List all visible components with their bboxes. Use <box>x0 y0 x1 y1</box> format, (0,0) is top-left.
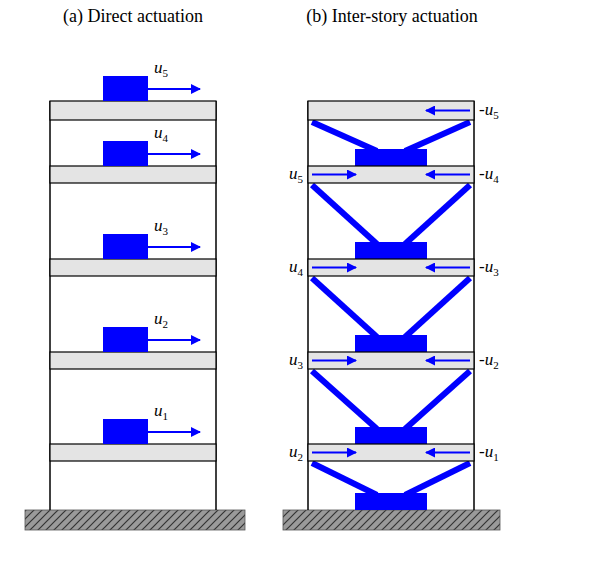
signal-label: u2 <box>289 443 303 463</box>
floor-slab <box>50 444 216 461</box>
signal-label: u2 <box>154 310 168 330</box>
signal-label: u5 <box>154 59 168 79</box>
ground-hatch <box>283 510 500 530</box>
force-arrow <box>312 267 356 269</box>
force-arrow <box>148 153 200 155</box>
actuator-mass <box>103 76 148 101</box>
actuator-mass <box>103 141 148 166</box>
brace <box>312 371 377 429</box>
brace <box>312 463 377 495</box>
force-arrow <box>426 174 470 176</box>
force-arrow <box>312 174 356 176</box>
ground-hatch <box>25 510 245 530</box>
force-arrow <box>148 339 200 341</box>
signal-label: -u1 <box>479 443 499 463</box>
brace <box>405 185 470 244</box>
force-arrow <box>312 452 356 454</box>
brace <box>312 278 377 337</box>
brace <box>405 278 470 337</box>
floor-slab <box>308 166 474 183</box>
signal-label: u4 <box>289 258 303 278</box>
brace <box>405 371 470 429</box>
force-arrow <box>148 246 200 248</box>
brace <box>312 122 377 151</box>
actuator-block <box>355 493 427 510</box>
force-arrow <box>426 110 470 112</box>
signal-label: -u3 <box>479 258 499 278</box>
floor-slab <box>50 101 216 120</box>
panel-title: (b) Inter-story actuation <box>306 7 478 25</box>
panel-title: (a) Direct actuation <box>63 7 203 25</box>
floor-slab <box>50 259 216 276</box>
signal-label: -u2 <box>479 351 499 371</box>
floor-slab <box>50 166 216 183</box>
signal-label: -u5 <box>479 101 499 121</box>
signal-label: u1 <box>154 402 168 422</box>
force-arrow <box>426 267 470 269</box>
floor-slab <box>308 259 474 276</box>
actuator-block <box>355 427 427 444</box>
signal-label: u3 <box>154 217 168 237</box>
brace <box>312 185 377 244</box>
actuator-block <box>355 149 427 166</box>
actuator-mass <box>103 327 148 352</box>
force-arrow <box>148 88 200 90</box>
floor-slab <box>308 352 474 369</box>
signal-label: u5 <box>289 165 303 185</box>
brace <box>405 122 470 151</box>
signal-label: u4 <box>154 124 168 144</box>
actuator-block <box>355 242 427 259</box>
actuator-block <box>355 335 427 352</box>
floor-slab <box>308 444 474 461</box>
actuator-mass <box>103 419 148 444</box>
brace <box>405 463 470 495</box>
floor-slab <box>50 352 216 369</box>
signal-label: u3 <box>289 351 303 371</box>
signal-label: -u4 <box>479 165 499 185</box>
force-arrow <box>426 360 470 362</box>
force-arrow <box>148 431 200 433</box>
force-arrow <box>426 452 470 454</box>
force-arrow <box>312 360 356 362</box>
floor-slab <box>308 101 474 120</box>
actuator-mass <box>103 234 148 259</box>
